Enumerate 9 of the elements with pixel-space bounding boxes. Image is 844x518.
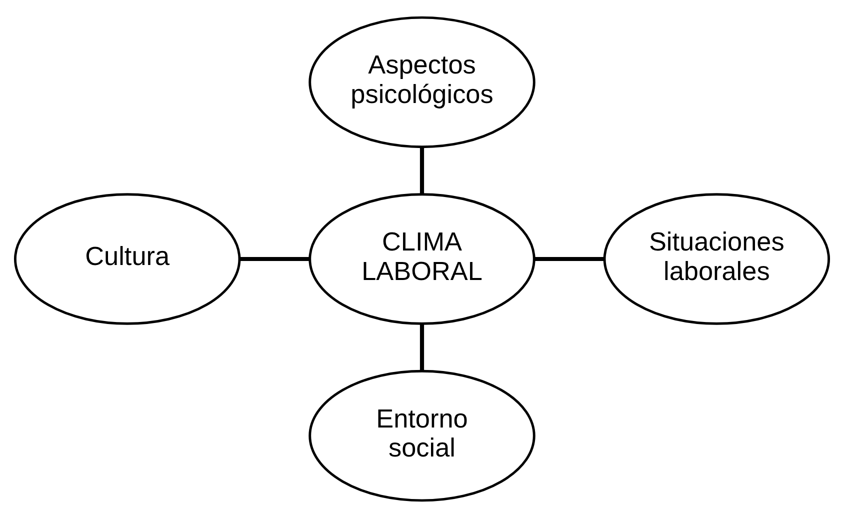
connector bbox=[420, 146, 424, 194]
connector bbox=[534, 256, 604, 262]
node-ellipse: Situaciones laborales bbox=[603, 193, 830, 325]
node-ellipse: Aspectos psicológicos bbox=[308, 16, 536, 148]
connector bbox=[240, 256, 310, 262]
node-ellipse: CLIMA LABORAL bbox=[308, 193, 536, 325]
node-ellipse: Entorno social bbox=[308, 370, 536, 502]
connector bbox=[420, 324, 424, 371]
node-ellipse: Cultura bbox=[14, 193, 241, 325]
